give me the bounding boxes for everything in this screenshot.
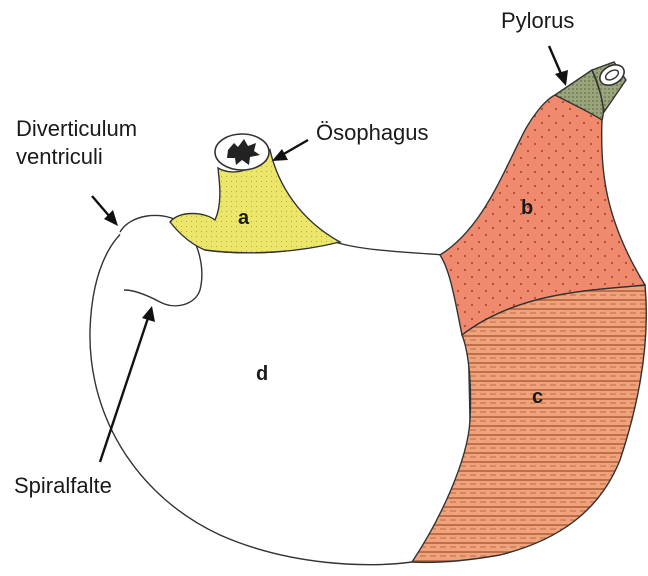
region-label-d: d bbox=[256, 363, 268, 385]
arrow-oesophagus bbox=[272, 140, 308, 161]
label-oesophagus: Ösophagus bbox=[316, 120, 429, 145]
label-spiralfalte: Spiralfalte bbox=[14, 473, 112, 498]
label-diverticulum-line2: ventriculi bbox=[16, 144, 103, 169]
region-label-c: c bbox=[532, 386, 543, 408]
region-label-b: b bbox=[521, 197, 533, 219]
label-pylorus: Pylorus bbox=[501, 8, 574, 33]
label-diverticulum-line1: Diverticulum bbox=[16, 116, 137, 141]
arrow-diverticulum bbox=[92, 196, 118, 226]
region-label-a: a bbox=[238, 207, 250, 229]
arrow-pylorus bbox=[549, 46, 568, 86]
